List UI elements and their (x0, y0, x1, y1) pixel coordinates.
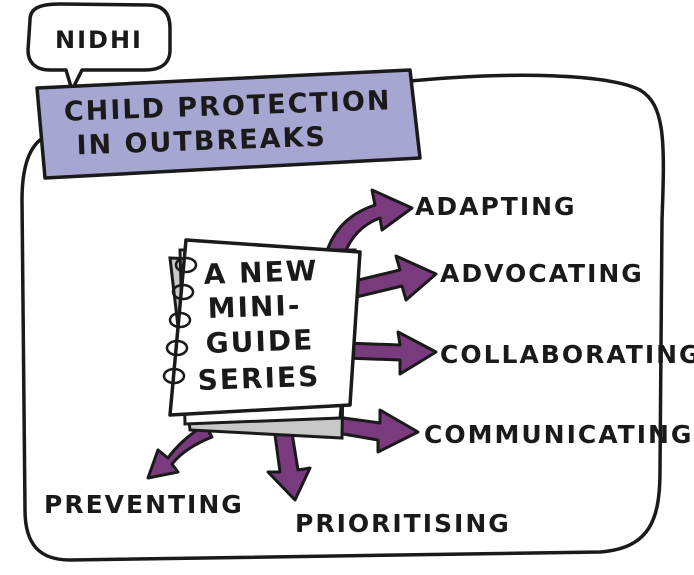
arrow-prioritising (266, 431, 312, 502)
speaker-bubble: NIDHI (26, 2, 172, 92)
notebook-line-3: GUIDE (205, 323, 315, 360)
label-communicating: COMMUNICATING (424, 420, 693, 449)
notebook-line-1: A NEW (203, 254, 319, 291)
notebook-front-page (168, 238, 362, 417)
speaker-name: NIDHI (55, 26, 143, 54)
arrow-preventing (146, 423, 214, 480)
label-preventing: PREVENTING (44, 490, 244, 519)
notebook-line-4: SERIES (197, 360, 321, 397)
frame-border (20, 73, 666, 562)
action-labels: ADAPTING ADVOCATING COLLABORATING COMMUN… (44, 192, 694, 538)
arrow-advocating (348, 254, 438, 302)
label-advocating: ADVOCATING (440, 259, 644, 288)
label-prioritising: PRIORITISING (295, 509, 511, 538)
spiral-binding (162, 256, 198, 385)
label-adapting: ADAPTING (415, 192, 577, 221)
notebook-line-2: MINI- (207, 289, 302, 325)
arrows (146, 188, 438, 502)
label-collaborating: COLLABORATING (440, 340, 694, 369)
arrow-collaborating (343, 330, 438, 376)
title-banner: CHILD PROTECTION IN OUTBREAKS (35, 68, 422, 180)
notebook: A NEW MINI- GUIDE SERIES (162, 238, 362, 440)
